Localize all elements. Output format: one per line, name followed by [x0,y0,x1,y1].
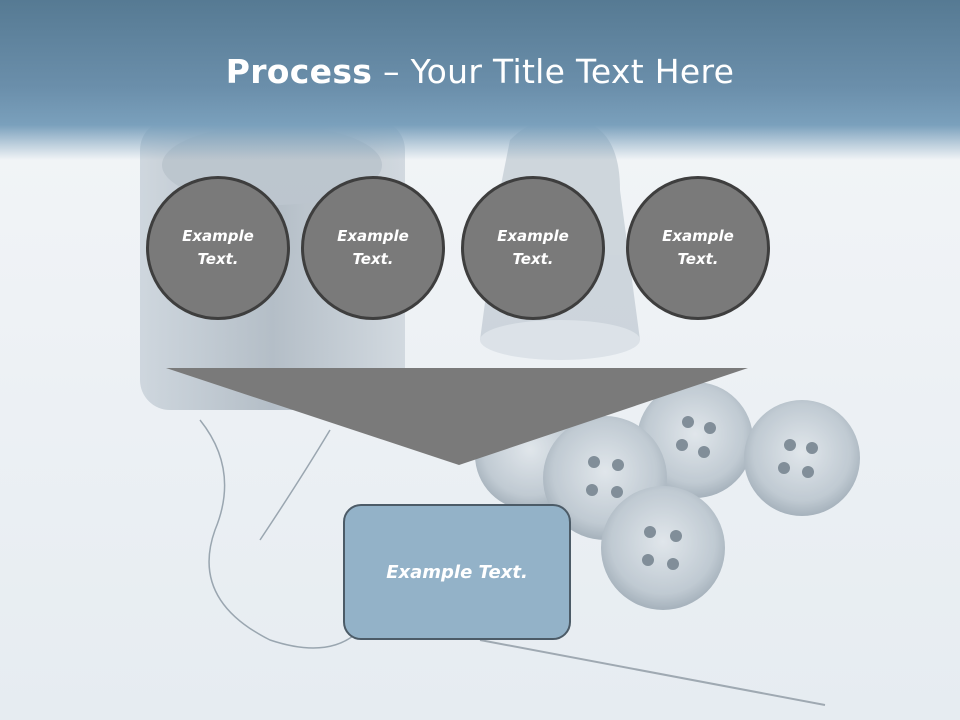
step-label-3: Example Text. [497,227,569,268]
title-rest: – Your Title Text Here [372,52,735,91]
needle-line [479,639,826,706]
slide-title: Process – Your Title Text Here [0,52,960,91]
title-bar [0,0,960,160]
step-label-4: Example Text. [662,227,734,268]
step-label-1: Example Text. [182,227,254,268]
step-circle-4[interactable]: Example Text. [626,176,770,320]
result-box[interactable]: Example Text. [343,504,571,640]
result-label: Example Text. [386,561,528,583]
step-label-2: Example Text. [337,227,409,268]
thread-line [199,419,361,649]
step-circle-2[interactable]: Example Text. [301,176,445,320]
title-bold: Process [225,52,373,91]
step-circle-3[interactable]: Example Text. [461,176,605,320]
step-circle-1[interactable]: Example Text. [146,176,290,320]
